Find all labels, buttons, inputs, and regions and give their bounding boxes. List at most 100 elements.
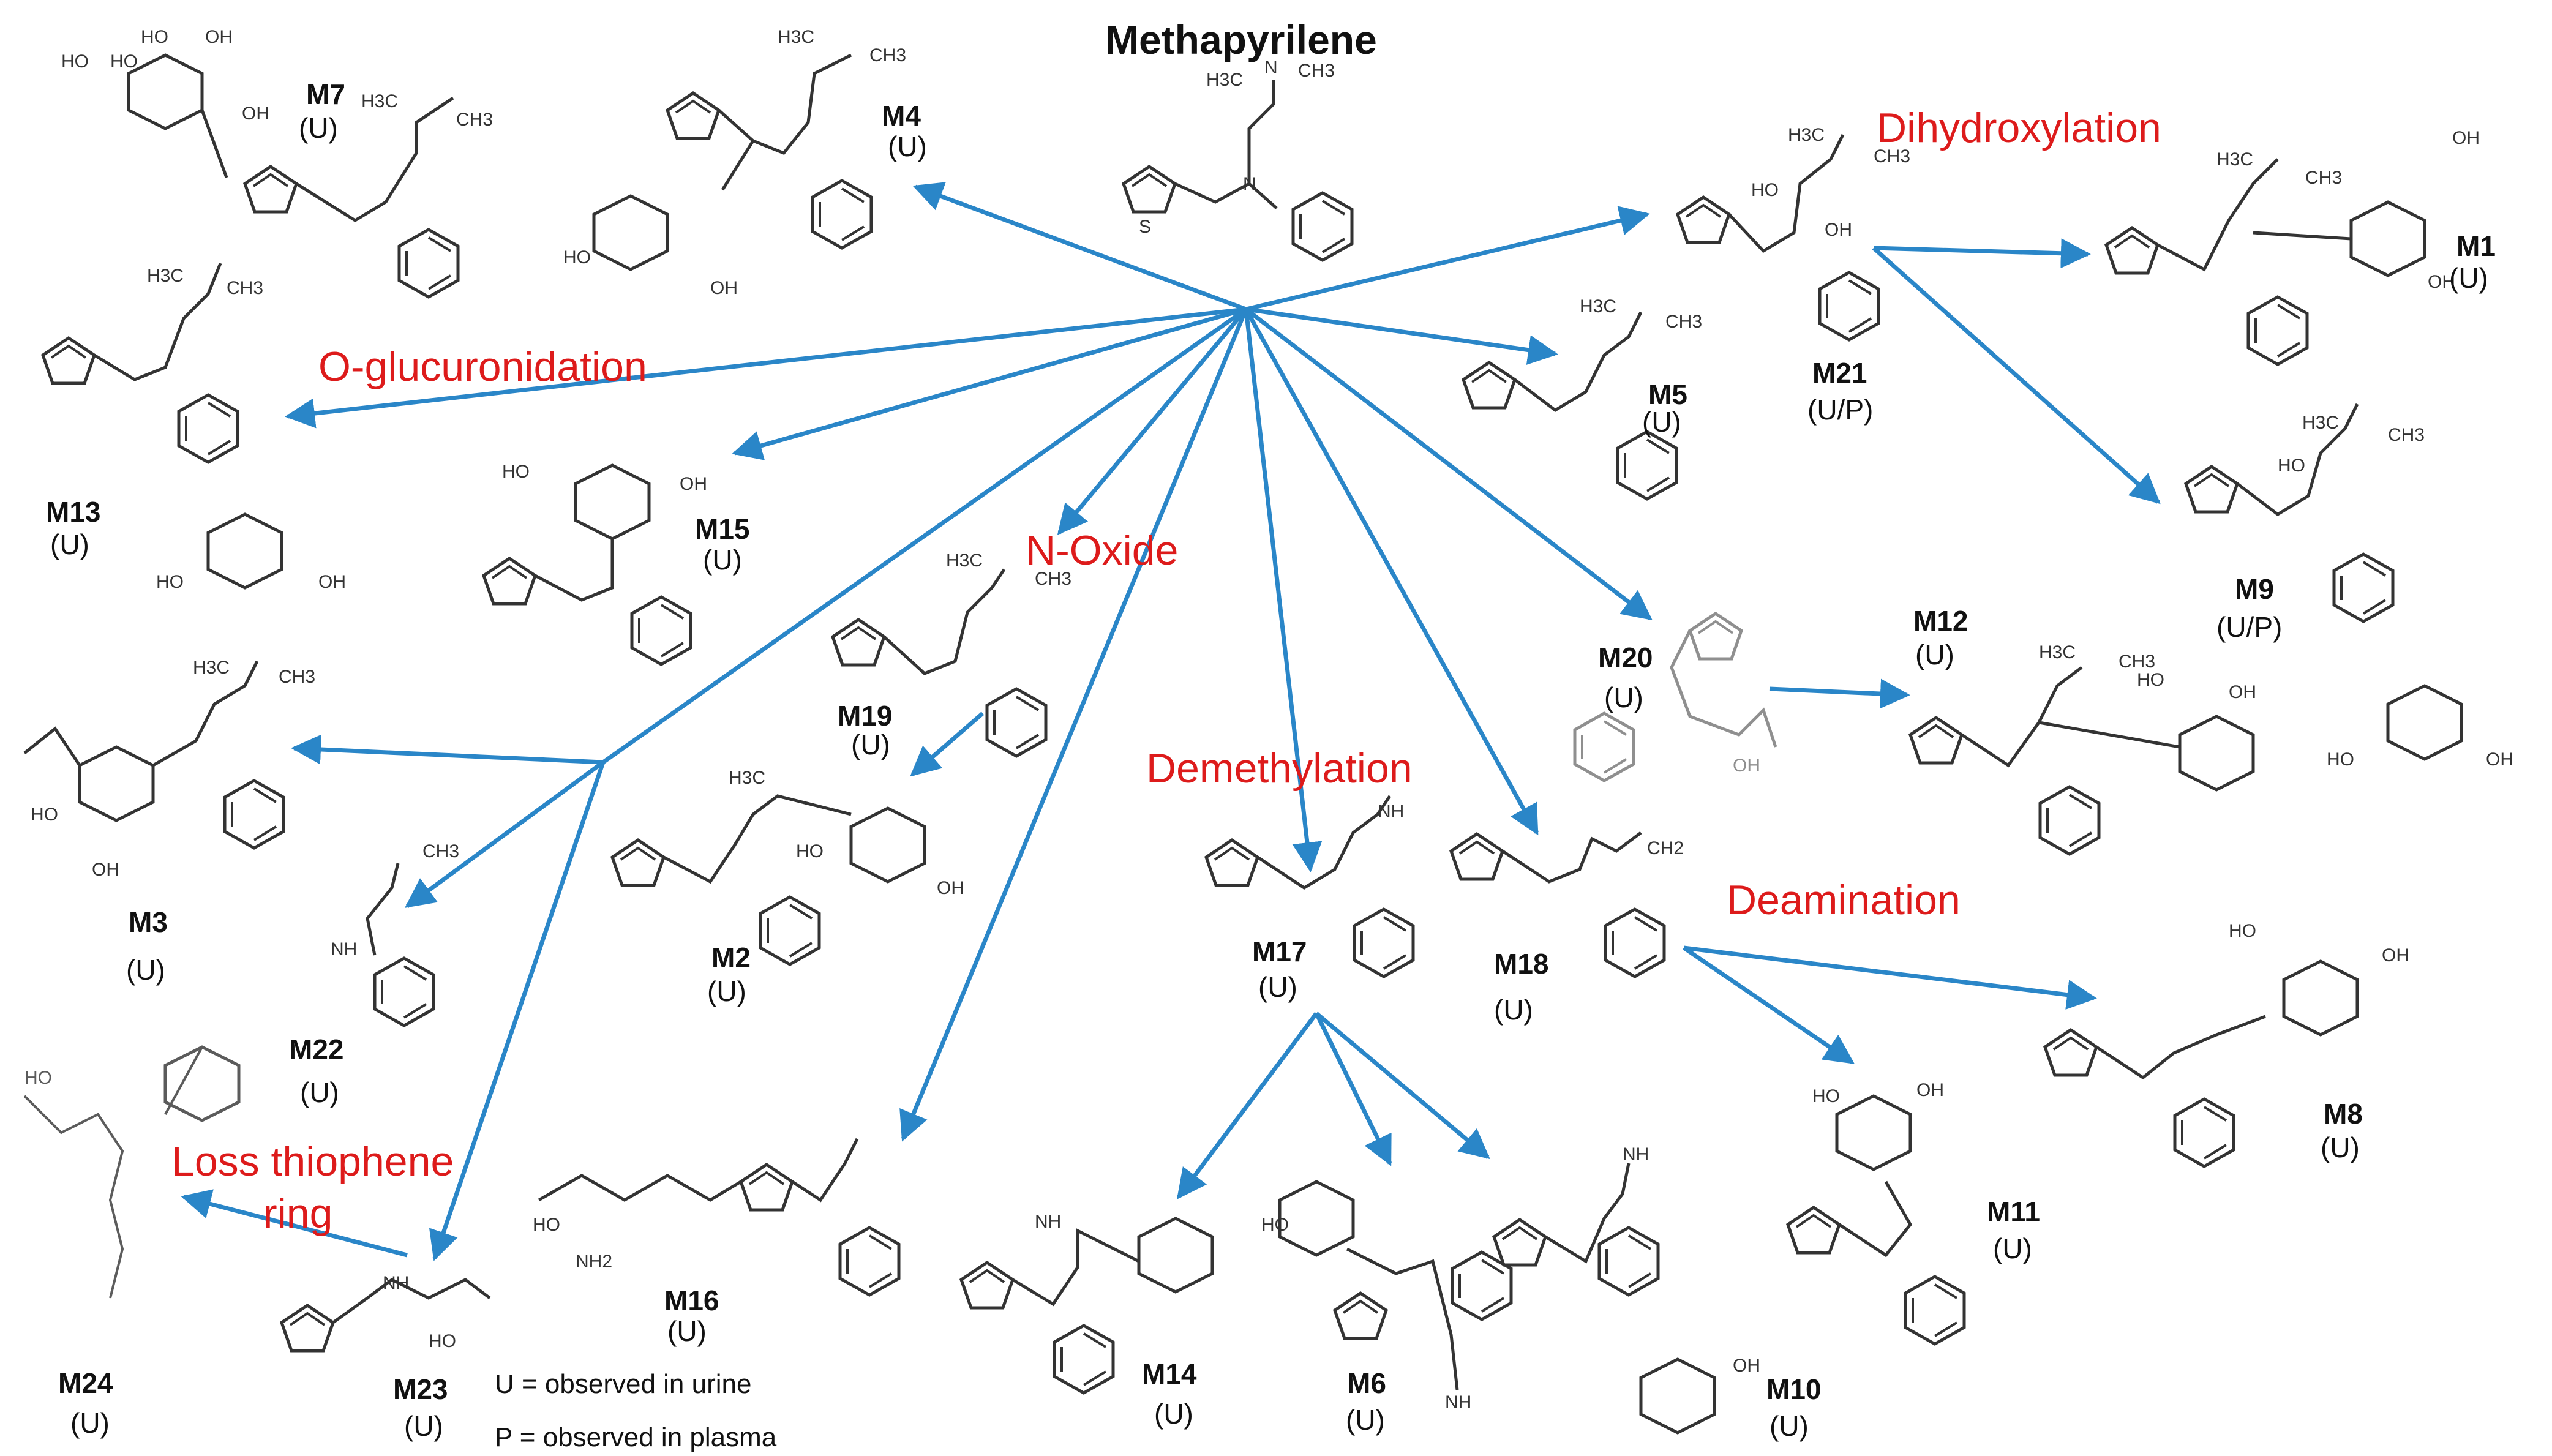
metabolite-m18: M18(U)	[1494, 948, 1548, 1026]
labels: Methapyrilene Dihydroxylation O-glucuron…	[46, 17, 2496, 1452]
atom-label: CH3	[869, 45, 906, 66]
atom-label: HO	[796, 841, 824, 861]
metabolite-id: M24	[58, 1367, 113, 1399]
arrow-to-m13	[285, 307, 1247, 429]
atom-label: OH	[1733, 1356, 1760, 1376]
structure-m15: HO OH	[484, 462, 707, 664]
metabolite-m3: M3(U)	[126, 906, 168, 986]
atom-label: HO	[1261, 1215, 1289, 1235]
structure-m17: NH	[1206, 795, 1413, 977]
atom-label: H3C	[2302, 413, 2339, 433]
structure-m24: HO	[23, 1047, 239, 1299]
metabolite-m19: M19(U)	[838, 700, 892, 760]
arrow-branch-trunk	[601, 307, 1248, 764]
metabolite-id: M21	[1812, 357, 1867, 389]
metabolite-id: M16	[664, 1285, 719, 1316]
metabolite-m21: M21(U/P)	[1807, 357, 1873, 426]
arrow-m17-to-m14	[1177, 1011, 1318, 1199]
metabolite-m10: M10(U)	[1766, 1373, 1821, 1442]
structure-m14: NH	[961, 1212, 1212, 1393]
metabolite-m7: M7(U)	[299, 78, 345, 144]
atom-label: NH	[1035, 1212, 1061, 1232]
metabolite-id: M10	[1766, 1373, 1821, 1405]
reaction-demethylation: Demethylation	[1146, 745, 1413, 792]
atom-label: CH3	[1035, 569, 1071, 589]
metabolite-id: M5	[1648, 378, 1687, 410]
atom-label: N	[1243, 174, 1256, 194]
atom-label: NH	[1445, 1392, 1471, 1413]
metabolite-id: M13	[46, 496, 100, 528]
metabolite-m13: M13(U)	[46, 496, 100, 560]
structure-m21: H3C CH3 HO OH	[1678, 125, 1910, 340]
structure-m10: NH OH	[1494, 1144, 1760, 1433]
atom-label: OH	[1916, 1080, 1944, 1100]
atom-label: CH3	[1665, 312, 1702, 332]
atom-label: HO	[2229, 921, 2256, 941]
atom-label: OH	[1825, 220, 1852, 240]
metabolite-m11: M11(U)	[1987, 1196, 2040, 1264]
atom-label: OH	[2452, 128, 2480, 148]
metabolite-m1: M1(U)	[2449, 230, 2496, 294]
atom-label: CH3	[2305, 168, 2342, 188]
metabolite-observed: (U)	[1494, 994, 1533, 1026]
metabolite-observed: (U)	[404, 1410, 443, 1442]
atom-label: HO	[1751, 180, 1779, 200]
atom-label: HO	[1812, 1086, 1840, 1106]
structure-m2: H3C HO OH	[612, 768, 964, 964]
atom-label: OH	[2428, 272, 2455, 292]
structure-m20: OH	[1575, 614, 1777, 781]
metabolite-observed: (U)	[1993, 1233, 2032, 1264]
metabolite-m6: M6(U)	[1346, 1367, 1386, 1436]
atom-label: N	[1264, 58, 1278, 78]
metabolite-id: M20	[1598, 642, 1653, 674]
metabolite-observed: (U)	[70, 1407, 110, 1439]
metabolite-observed: (U)	[50, 528, 89, 560]
metabolite-m23: M23(U)	[393, 1373, 448, 1442]
metabolite-observed: (U)	[851, 729, 890, 760]
arrow-to-m21	[1245, 206, 1650, 312]
metabolite-m8: M8(U)	[2321, 1098, 2363, 1163]
atom-label: H3C	[1580, 296, 1616, 317]
metabolite-observed: (U)	[1154, 1398, 1193, 1430]
atom-label: NH	[331, 939, 357, 959]
structure-m22: NH CH3	[331, 841, 459, 1026]
atom-label: CH3	[456, 110, 493, 130]
atom-label: CH3	[2119, 651, 2155, 672]
atom-label: HO	[533, 1215, 560, 1235]
structure-m5: H3C CH3	[1463, 296, 1702, 499]
metabolite-observed: (U/P)	[2216, 611, 2282, 643]
structure-m4: H3C CH3 HO OH	[563, 27, 906, 298]
arrow-to-m15	[732, 307, 1247, 460]
structure-m6: HO NH	[1261, 1182, 1511, 1413]
metabolite-id: M7	[306, 78, 345, 110]
arrow-to-m4	[912, 182, 1247, 312]
metabolite-id: M8	[2324, 1098, 2363, 1130]
arrow-to-m17	[1244, 309, 1323, 872]
metabolite-id: M19	[838, 700, 892, 732]
atom-label: HO	[429, 1331, 456, 1351]
metabolite-observed: (U)	[126, 954, 165, 986]
metabolite-id: M12	[1913, 605, 1968, 637]
atom-label: NH	[1378, 801, 1404, 822]
atom-label: CH2	[1647, 838, 1684, 858]
arrow-to-m19	[1057, 307, 1248, 535]
arrow-m18-to-m8	[1683, 945, 2097, 1010]
atom-label: NH	[1623, 1144, 1649, 1165]
atom-label: OH	[205, 27, 233, 47]
atom-label: CH3	[1298, 61, 1335, 81]
atom-label: HO	[110, 51, 138, 72]
atom-label: OH	[2382, 945, 2409, 966]
structure-m13: H3C CH3 HO OH	[43, 263, 346, 592]
structure-m3: H3C CH3 HO OH	[23, 658, 315, 880]
atom-label: OH	[710, 278, 738, 298]
atom-label: OH	[937, 878, 964, 898]
atom-label: CH3	[227, 278, 263, 298]
metabolite-observed: (U)	[1346, 1404, 1385, 1436]
atom-label: OH	[680, 474, 707, 494]
arrow-to-m5	[1245, 307, 1558, 365]
metabolite-observed: (U)	[300, 1076, 339, 1108]
metabolite-observed: (U)	[299, 112, 338, 144]
structure-m23: NH HO	[282, 1273, 491, 1351]
atom-label: HO	[2278, 456, 2305, 476]
